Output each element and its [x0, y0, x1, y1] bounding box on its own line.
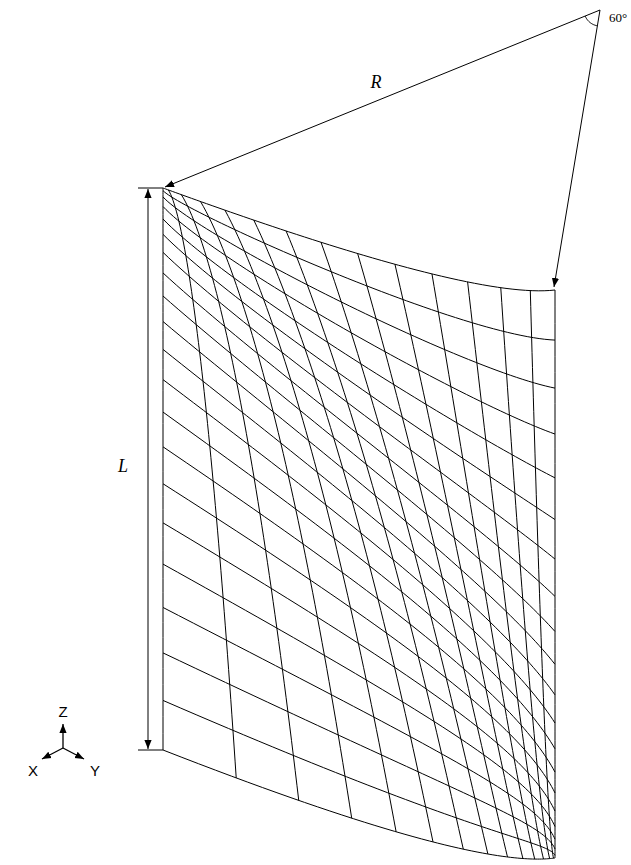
- mesh-line: [181, 195, 298, 801]
- axis-label: X: [28, 763, 38, 778]
- mesh-line: [163, 523, 555, 811]
- angle-arc: [585, 16, 597, 26]
- dimension-line: [148, 189, 149, 749]
- mesh-line: [555, 290, 556, 858]
- mesh-line: [530, 291, 553, 859]
- mesh-line: [163, 188, 164, 750]
- mesh-line: [163, 700, 555, 855]
- length-dimension: [138, 188, 163, 750]
- mesh-line: [432, 274, 535, 859]
- axis-arrow: [42, 748, 63, 759]
- mesh-line: [163, 188, 555, 291]
- mesh-line: [163, 206, 555, 434]
- mesh-line: [225, 210, 396, 832]
- mesh-line: [321, 242, 488, 854]
- mesh-line: [163, 234, 555, 519]
- mesh-line: [163, 191, 555, 341]
- axis-label: Z: [58, 704, 67, 719]
- radius-arrows: [165, 10, 600, 287]
- extension-line: [138, 750, 163, 751]
- mesh-line: [163, 750, 555, 859]
- mesh-line: [163, 273, 555, 596]
- extension-line: [138, 188, 163, 189]
- radius-arrow: [554, 10, 600, 287]
- mesh-line: [201, 202, 352, 819]
- axis-label: Y: [90, 763, 100, 778]
- angle-label: 60°: [609, 11, 627, 24]
- mesh-line: [163, 447, 555, 772]
- mesh-line: [163, 252, 555, 559]
- mesh-lines: [163, 188, 555, 859]
- mesh-line: [163, 219, 555, 478]
- length-label: L: [118, 457, 128, 475]
- mesh-line: [163, 653, 555, 849]
- mesh-line: [286, 231, 463, 849]
- mesh-line: [163, 380, 555, 723]
- axis-arrow: [62, 724, 63, 748]
- mesh-line: [163, 296, 555, 632]
- mesh-line: [163, 564, 555, 827]
- radius-label: R: [371, 73, 382, 91]
- radius-arrow: [165, 10, 600, 187]
- mesh-line: [168, 190, 236, 778]
- axis-triad: [42, 724, 84, 759]
- mesh-line: [163, 197, 555, 388]
- mesh-line: [163, 607, 555, 839]
- axis-arrow: [63, 748, 84, 759]
